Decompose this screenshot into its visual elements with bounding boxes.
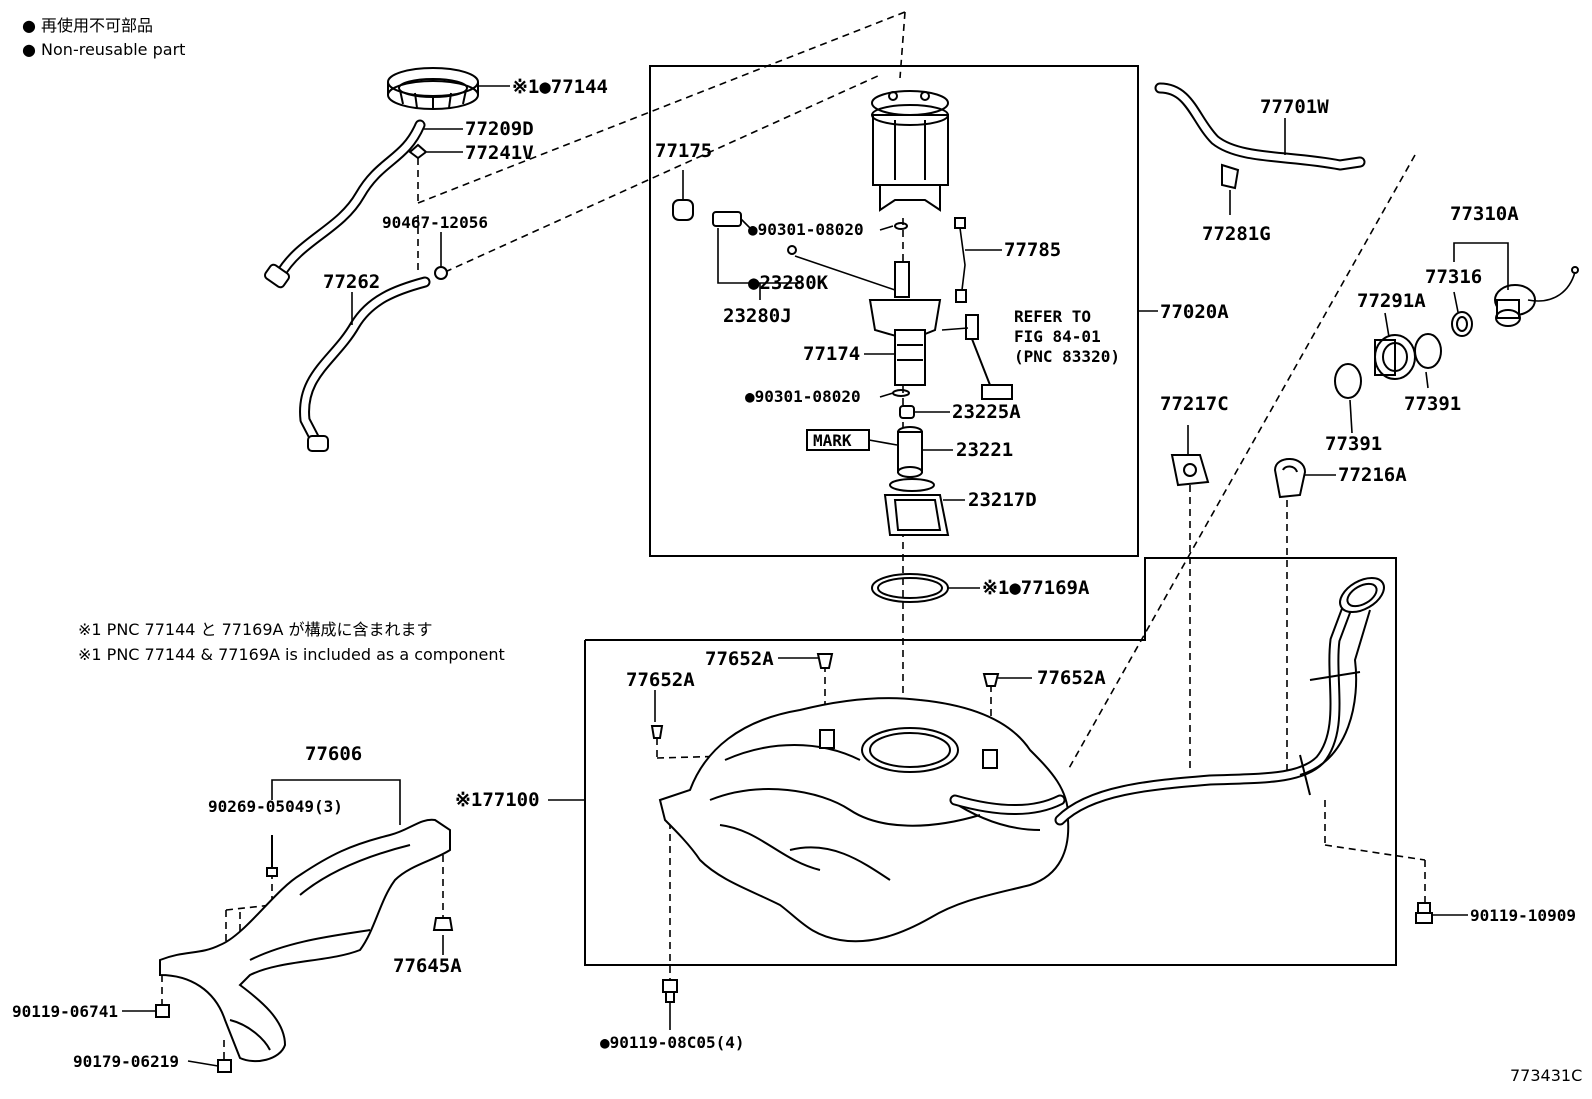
fuel-pump-23221 — [897, 426, 923, 478]
label-77652A-right: 77652A — [1037, 667, 1106, 689]
label-23280K: ●23280K — [748, 272, 829, 294]
cushion-77175 — [672, 199, 694, 221]
lock-ring-77144 — [387, 67, 479, 110]
label-77217C: 77217C — [1160, 393, 1229, 415]
label-90301-08020-upper: ●90301-08020 — [748, 220, 864, 239]
label-23280J: 23280J — [723, 305, 792, 327]
clip-90467-12056 — [434, 255, 448, 280]
grommet-77645A — [432, 917, 454, 931]
label-77310A: 77310A — [1450, 203, 1519, 225]
label-77645A: 77645A — [393, 955, 462, 977]
label-90301-08020-lower: ●90301-08020 — [745, 387, 861, 406]
bolt-90119-10909 — [1415, 902, 1433, 924]
bolt-90119-06741 — [155, 1004, 170, 1018]
label-23221: 23221 — [956, 439, 1013, 461]
note-jp: ※1 PNC 77144 と 77169A が構成に含まれます — [78, 620, 433, 639]
protector-77606 — [159, 818, 451, 1063]
part-labels: ※1●77144 77209D 77241V 90467-12056 77262… — [12, 76, 1576, 1071]
label-77262: 77262 — [323, 271, 380, 293]
label-77785: 77785 — [1004, 239, 1061, 261]
mark-tag: MARK — [806, 429, 898, 451]
label-refer-1: REFER TO — [1014, 307, 1091, 326]
bolt-90179-06219 — [217, 1059, 232, 1073]
label-90467-12056: 90467-12056 — [382, 213, 488, 232]
fuel-tank-77100 — [658, 697, 1070, 943]
bolt-90269 — [266, 835, 278, 877]
label-77175: 77175 — [655, 140, 712, 162]
label-90119-08C05: ●90119-08C05(4) — [600, 1033, 745, 1052]
label-77652A-center: 77652A — [705, 648, 774, 670]
fuel-cap-77310A — [1494, 266, 1579, 327]
fuel-pump-module-top — [871, 90, 949, 212]
pump-bracket-77174 — [868, 261, 942, 386]
note-en: ※1 PNC 77144 & 77169A is included as a c… — [78, 645, 505, 664]
label-23225A: 23225A — [952, 401, 1021, 423]
filler-neck-77291A — [1374, 334, 1416, 380]
label-77174: 77174 — [803, 343, 860, 365]
label-77100: ※177100 — [455, 789, 540, 811]
clamp-77241V — [408, 143, 428, 160]
legend-en: ● Non-reusable part — [22, 40, 185, 59]
legend-jp: ● 再使用不可部品 — [22, 16, 153, 35]
clip-77216A — [1273, 458, 1307, 499]
label-77281G: 77281G — [1202, 223, 1271, 245]
label-90119-10909: 90119-10909 — [1470, 906, 1576, 925]
label-77020A: 77020A — [1160, 301, 1229, 323]
mark-label: MARK — [813, 431, 852, 450]
gasket-77316 — [1451, 311, 1473, 337]
gasket-77169A — [871, 573, 949, 603]
leader-lines — [122, 85, 1509, 1067]
label-23217D: 23217D — [968, 489, 1037, 511]
label-77209D: 77209D — [465, 118, 534, 140]
fuel-line-77701W — [1154, 82, 1366, 171]
label-90269-05049: 90269-05049(3) — [208, 797, 343, 816]
label-77391-left: 77391 — [1325, 433, 1382, 455]
label-77216A: 77216A — [1338, 464, 1407, 486]
sender-wire-77785 — [954, 217, 967, 303]
fuel-sender-arm — [965, 314, 1013, 400]
label-77169A: ※1●77169A — [982, 577, 1090, 599]
vent-hose-77209D — [263, 119, 426, 289]
oring-77391 — [1334, 333, 1442, 399]
hose-77262 — [299, 276, 431, 452]
label-77606: 77606 — [305, 743, 362, 765]
grommet-23225A — [899, 405, 915, 419]
label-90119-06741: 90119-06741 — [12, 1002, 118, 1021]
figure-code: 773431C — [1510, 1066, 1582, 1085]
grommet-77652A — [650, 653, 1000, 739]
label-77391-right: 77391 — [1404, 393, 1461, 415]
label-77701W: 77701W — [1260, 96, 1329, 118]
filter-23217D — [883, 478, 950, 536]
clip-77281G — [1221, 163, 1240, 190]
label-77316: 77316 — [1425, 266, 1482, 288]
filler-pipe-tube — [949, 576, 1385, 826]
label-77241V: 77241V — [465, 142, 534, 164]
cushion-77217C — [1170, 454, 1210, 487]
fuel-tank-box — [584, 557, 1397, 966]
label-77652A-left: 77652A — [626, 669, 695, 691]
label-77291A: 77291A — [1357, 290, 1426, 312]
label-refer-3: (PNC 83320) — [1014, 347, 1120, 366]
label-refer-2: FIG 84-01 — [1014, 327, 1101, 346]
bolt-90119-08C05 — [662, 979, 678, 1003]
label-90179-06219: 90179-06219 — [73, 1052, 179, 1071]
label-77144: ※1●77144 — [512, 76, 608, 98]
